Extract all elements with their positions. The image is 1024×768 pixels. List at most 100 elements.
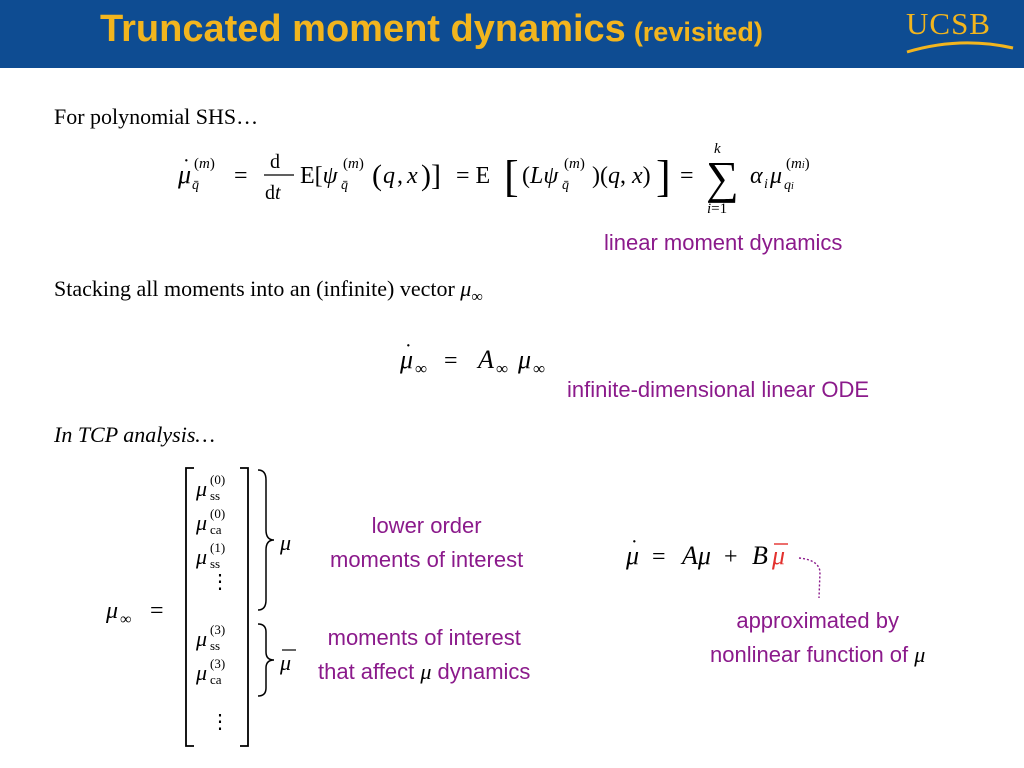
svg-text:μ: μ — [195, 510, 207, 535]
affect-line2: that affect μ dynamics — [318, 655, 530, 689]
svg-text:∑: ∑ — [706, 152, 739, 203]
svg-text:μ: μ — [399, 345, 413, 374]
dotted-connector — [798, 557, 821, 599]
svg-text:q̄: q̄ — [562, 178, 569, 193]
mu-symbol: μ — [420, 659, 432, 684]
svg-text:= E: = E — [456, 163, 490, 189]
svg-text:ss: ss — [210, 488, 220, 503]
svg-text:E[ψ: E[ψ — [300, 163, 339, 189]
linear-moment-label: linear moment dynamics — [604, 230, 843, 255]
svg-text:(Lψ: (Lψ — [522, 163, 559, 189]
tcp-text: In TCP analysis… — [54, 422, 215, 447]
lower-order-line2: moments of interest — [330, 547, 524, 572]
svg-text:A: A — [476, 345, 494, 374]
affect-post: dynamics — [437, 659, 531, 684]
svg-text:(m): (m) — [564, 156, 585, 172]
svg-text:ca: ca — [210, 522, 222, 537]
moment-derivative-equation: μ · q̄ (m) = d dt E[ψ q̄ (m) ( q , x )] … — [177, 141, 810, 217]
svg-text:μ: μ — [195, 660, 207, 685]
svg-text:dt: dt — [265, 182, 281, 204]
stacking-text: Stacking all moments into an (infinite) … — [54, 276, 483, 306]
svg-text:⋮: ⋮ — [210, 571, 230, 593]
mu-symbol-2: μ — [914, 642, 926, 667]
svg-text:=: = — [680, 163, 694, 189]
svg-text:⋮: ⋮ — [210, 711, 230, 733]
svg-text:)(q, x): )(q, x) — [592, 163, 651, 189]
affect-pre: that affect — [318, 659, 415, 684]
svg-text:μ: μ — [195, 476, 207, 501]
svg-text:·: · — [183, 150, 190, 172]
svg-text:B: B — [752, 541, 768, 570]
lower-order-line1: lower order — [371, 513, 482, 538]
slide-title: Truncated moment dynamics(revisited) — [100, 8, 763, 51]
svg-text:ss: ss — [210, 638, 220, 653]
svg-text:,: , — [397, 163, 403, 189]
stacking-sentence: Stacking all moments into an (infinite) … — [54, 276, 455, 301]
svg-text:μ: μ — [517, 345, 531, 374]
svg-text:μ: μ — [279, 530, 291, 555]
svg-text:=: = — [444, 348, 458, 374]
svg-text:=: = — [150, 598, 164, 624]
svg-text:μ: μ — [177, 160, 191, 189]
svg-text:μ: μ — [771, 541, 785, 570]
infinity-subscript: ∞ — [471, 288, 483, 306]
svg-text:Aμ: Aμ — [680, 541, 711, 570]
svg-text:qi: qi — [784, 178, 794, 193]
mu-infinity-symbol: μ — [460, 276, 472, 301]
title-bar: Truncated moment dynamics(revisited) UCS… — [0, 0, 1024, 68]
svg-text:(m): (m) — [194, 156, 215, 172]
title-sub: (revisited) — [633, 17, 763, 47]
svg-text:i: i — [764, 177, 768, 192]
svg-text:(mi): (mi) — [786, 156, 810, 172]
svg-text:μ: μ — [105, 598, 118, 624]
svg-text:ca: ca — [210, 672, 222, 687]
svg-text:·: · — [405, 335, 412, 357]
svg-text:)]: )] — [421, 159, 441, 192]
svg-text:∞: ∞ — [120, 611, 131, 628]
ucsb-logo: UCSB — [906, 6, 991, 41]
svg-text:μ: μ — [769, 163, 782, 189]
lower-order-label: lower order moments of interest — [330, 509, 523, 577]
svg-text:=: = — [234, 163, 248, 189]
svg-text:∞: ∞ — [415, 359, 427, 378]
infinite-ode-label: infinite-dimensional linear ODE — [567, 377, 870, 402]
svg-text:μ: μ — [195, 544, 207, 569]
svg-text:q̄: q̄ — [192, 178, 199, 193]
svg-text:μ: μ — [279, 650, 291, 675]
svg-text:∞: ∞ — [496, 359, 508, 378]
svg-text:(1): (1) — [210, 540, 225, 555]
svg-text:(3): (3) — [210, 622, 225, 637]
svg-text:x: x — [406, 163, 418, 189]
svg-text:]: ] — [656, 152, 671, 201]
approx-line1: approximated by — [736, 608, 899, 633]
svg-text:(0): (0) — [210, 472, 225, 487]
affect-dynamics-label: moments of interest that affect μ dynami… — [318, 621, 530, 689]
svg-text:[: [ — [504, 152, 519, 201]
svg-text:=: = — [652, 544, 666, 570]
svg-text:q: q — [383, 163, 395, 189]
approx-line2: nonlinear function of μ — [710, 638, 925, 672]
svg-text:(: ( — [372, 159, 382, 192]
svg-text:μ: μ — [625, 541, 639, 570]
svg-text:ss: ss — [210, 556, 220, 571]
svg-text:μ: μ — [195, 626, 207, 651]
infinite-ode-equation: μ · ∞ = A ∞ μ ∞ — [399, 335, 545, 378]
svg-text:(m): (m) — [343, 156, 364, 172]
approximated-label: approximated by nonlinear function of μ — [710, 604, 925, 672]
svg-text:i=1: i=1 — [707, 201, 727, 217]
svg-text:(0): (0) — [210, 506, 225, 521]
affect-line1: moments of interest — [327, 625, 521, 650]
reduced-dynamics-equation: μ · = Aμ + B μ — [625, 531, 788, 570]
approx-text: nonlinear function of — [710, 642, 909, 667]
logo-swoosh-icon — [906, 41, 1014, 54]
title-main: Truncated moment dynamics — [100, 8, 626, 50]
svg-text:(3): (3) — [210, 656, 225, 671]
svg-text:q̄: q̄ — [341, 178, 348, 193]
svg-text:·: · — [631, 531, 638, 553]
intro-text: For polynomial SHS… — [54, 104, 259, 129]
svg-text:∞: ∞ — [533, 359, 545, 378]
svg-text:+: + — [724, 544, 738, 570]
svg-text:d: d — [270, 151, 280, 173]
svg-text:k: k — [714, 141, 721, 157]
